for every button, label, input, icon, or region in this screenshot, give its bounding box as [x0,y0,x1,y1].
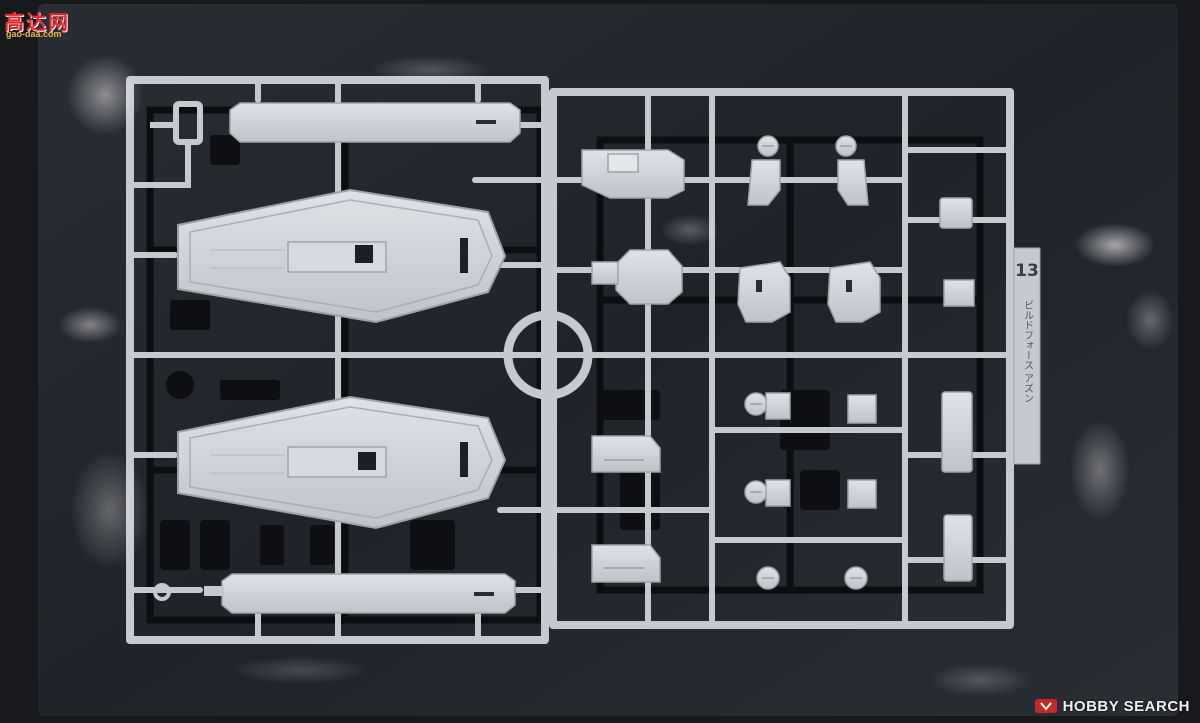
part-details [604,145,862,579]
bracket-part [130,101,203,188]
watermark-cn-text: 高达网 [4,10,70,34]
armor-plate-upper [177,188,507,324]
watermark-url-text: gao-daa.com [6,29,62,39]
dark-runner-parts [160,135,840,570]
watermark-top-left: 高达网 gao-daa.com [4,6,84,40]
rail-part-top [229,102,521,143]
watermark-bottom-right: HOBBY SEARCH [1034,695,1190,717]
small-parts [581,135,975,590]
runner-ring [503,310,593,400]
runner-tag: 13 ビルドフォース アズン [1013,247,1041,465]
watermark-logo-text: HOBBY SEARCH [1062,697,1190,715]
runner-tag-number: 13 [1015,261,1039,281]
bag-glare [58,55,1174,696]
rail-part-bottom [153,573,516,614]
hobby-search-logo-icon [1034,699,1057,713]
runner-tag-text: ビルドフォース アズン [1022,300,1034,403]
armor-plate-lower [177,395,507,530]
